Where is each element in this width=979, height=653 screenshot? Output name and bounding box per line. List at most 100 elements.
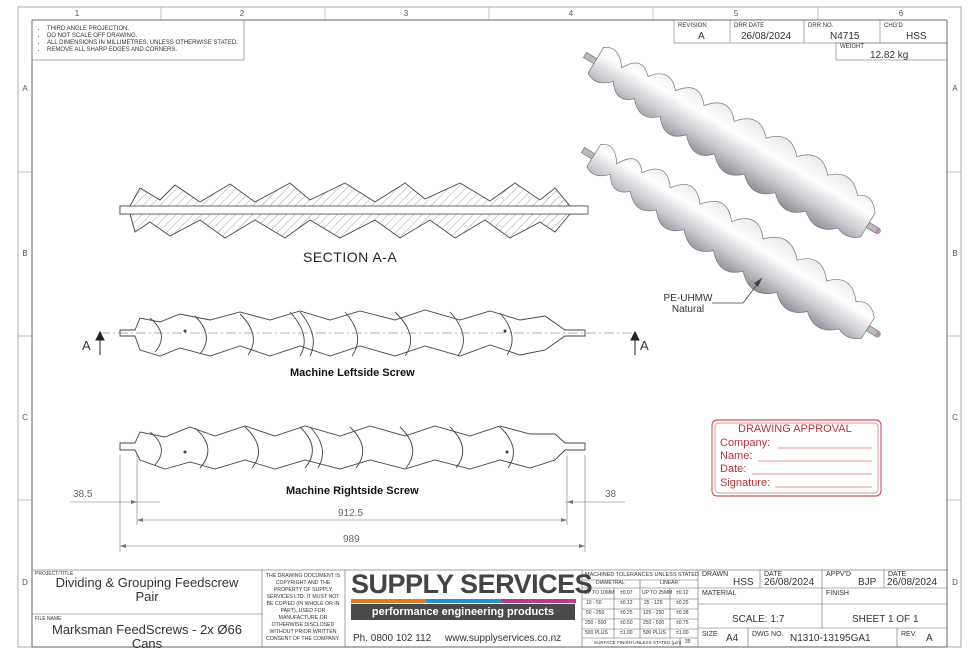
zone-label-side: D <box>952 578 958 587</box>
dwg-no-label: DWG NO. <box>752 631 784 638</box>
note-item: THIRD ANGLE PROJECTION. <box>47 26 240 33</box>
material-label: MATERIAL <box>702 590 737 597</box>
tolerance-cell: ±1.00 <box>620 630 633 636</box>
zone-label-top: 6 <box>898 9 904 18</box>
project-title-line: Pair <box>135 589 159 604</box>
file-name-label: FILE NAME <box>35 616 62 622</box>
drawn-value: HSS <box>733 577 754 588</box>
section-marker-left: A <box>82 338 91 353</box>
zone-label-side: A <box>952 84 958 93</box>
date1-value: 26/08/2024 <box>764 577 815 588</box>
zone-label-top: 4 <box>568 9 574 18</box>
appvd-label: APPV'D <box>826 571 852 578</box>
file-name-line: Cans <box>131 636 163 651</box>
leftside-screw-label: Machine Leftside Screw <box>290 367 415 379</box>
scale-value: SCALE: 1:7 <box>732 614 785 625</box>
finish-label: FINISH <box>826 590 849 597</box>
date1-label: DATE <box>764 571 783 578</box>
drawing-notes: THIRD ANGLE PROJECTION. DO NOT SCALE OFF… <box>35 26 240 54</box>
approval-field-date: Date: <box>720 463 747 475</box>
surface-finish-label: SURFACE FINISH UNLESS STATED (µm) <box>594 640 682 645</box>
zone-label-top: 5 <box>733 9 739 18</box>
date2-label: DATE <box>888 571 907 578</box>
material-callout-line: Natural <box>671 304 705 315</box>
tolerance-cell: 500 PLUS <box>585 630 608 636</box>
note-item: ALL DIMENSIONS IN MILLIMETRES, UNLESS OT… <box>47 40 240 47</box>
tolerance-cell: ±0.25 <box>620 610 633 616</box>
tolerance-cell: ±0.50 <box>620 620 633 626</box>
zone-label-side: D <box>22 578 28 587</box>
dimension-right-end: 38 <box>605 489 617 500</box>
weight-label: WEIGHT <box>840 44 864 50</box>
tolerance-cell: 250 - 500 <box>585 620 607 626</box>
company-logo-text: SUPPLY SERVICES <box>351 569 593 599</box>
isometric-screw-lower <box>580 143 881 339</box>
zone-label-side: B <box>952 249 958 258</box>
zone-label-top: 2 <box>239 9 245 18</box>
section-title: SECTION A-A <box>303 249 398 265</box>
tolerance-cell: ±0.38 <box>676 610 689 616</box>
company-phone: Ph. 0800 102 112 <box>353 633 432 644</box>
size-label: SIZE <box>702 631 718 638</box>
tolerance-title: MACHINED TOLERANCES UNLESS STATED <box>585 572 699 578</box>
material-callout: PE-UHMW Natural <box>660 293 716 315</box>
dwg-no-value: N1310-13195GA1 <box>790 633 871 644</box>
section-marker-right: A <box>640 338 649 353</box>
tolerance-cell: 50 - 250 <box>586 610 605 616</box>
rightside-screw-label: Machine Rightside Screw <box>286 485 419 497</box>
date2-value: 26/08/2024 <box>887 577 938 588</box>
tolerance-cell: 500 PLUS <box>643 630 666 636</box>
project-label: PROJECT/TITLE <box>35 571 74 577</box>
chgd-value: HSS <box>906 31 927 42</box>
weight-value: 12.82 kg <box>870 50 909 61</box>
section-view <box>119 182 589 239</box>
zone-label-side: B <box>22 249 28 258</box>
company-tagline: performance engineering products <box>351 604 575 620</box>
chgd-label: CHG'D <box>884 23 903 29</box>
tolerance-cell: 250 - 500 <box>643 620 665 626</box>
dimension-middle: 912.5 <box>338 508 364 519</box>
approval-field-company: Company: <box>720 437 771 449</box>
isometric-screw-upper <box>583 47 881 238</box>
tolerance-cell: ±0.25 <box>676 600 689 606</box>
note-item: DO NOT SCALE OFF DRAWING. <box>47 33 240 40</box>
sheet-value: SHEET 1 OF 1 <box>852 614 919 625</box>
tolerance-cell: 125 - 250 <box>643 610 665 616</box>
tolerance-cell: UP TO 25MM <box>642 590 673 596</box>
file-name-line: Marksman FeedScrews - 2x Ø66 <box>51 622 242 637</box>
drr-date-value: 26/08/2024 <box>741 31 792 42</box>
approval-title: DRAWING APPROVAL <box>738 423 852 435</box>
surface-finish-value: 35 <box>685 639 691 645</box>
size-value: A4 <box>726 633 739 644</box>
tolerance-cell: ±0.75 <box>676 620 689 626</box>
tolerance-cell: 25 - 125 <box>644 600 663 606</box>
tolerance-cell: ±0.07 <box>620 590 633 596</box>
project-title: Dividing & Grouping Feedscrew Pair <box>35 576 259 604</box>
approval-field-signature: Signature: <box>720 477 771 489</box>
company-website: www.supplyservices.co.nz <box>445 633 562 644</box>
drr-date-label: DRR DATE <box>734 23 765 29</box>
copyright-notice: THE DRAWING DOCUMENT IS COPYRIGHT AND TH… <box>265 573 341 642</box>
rightside-screw-view <box>119 425 586 470</box>
dimension-overall: 989 <box>343 534 360 545</box>
zone-label-side: A <box>22 84 28 93</box>
tolerance-cell: ±1.00 <box>676 630 689 636</box>
tolerance-header-linear: LINEAR <box>660 580 679 586</box>
zone-label-side: C <box>22 413 28 422</box>
zone-label-side: C <box>952 413 958 422</box>
tolerance-header-diametral: DIAMETRAL <box>596 580 625 586</box>
tolerance-cell: 10 - 50 <box>586 600 602 606</box>
tolerance-cell: UP TO 10MM <box>584 590 615 596</box>
rev-label: REV. <box>901 631 917 638</box>
drr-no-value: N4715 <box>830 31 860 42</box>
note-item: REMOVE ALL SHARP EDGES AND CORNERS. <box>47 47 240 54</box>
tolerance-cell: ±0.12 <box>676 590 689 596</box>
rev-value: A <box>926 633 933 644</box>
material-callout-line: PE-UHMW <box>663 293 713 304</box>
project-title-line: Dividing & Grouping Feedscrew <box>55 575 239 590</box>
dimension-left-end: 38.5 <box>73 489 93 500</box>
file-name: Marksman FeedScrews - 2x Ø66 Cans <box>35 623 259 651</box>
tolerance-cell: ±0.12 <box>620 600 633 606</box>
drr-no-label: DRR NO. <box>808 23 834 29</box>
